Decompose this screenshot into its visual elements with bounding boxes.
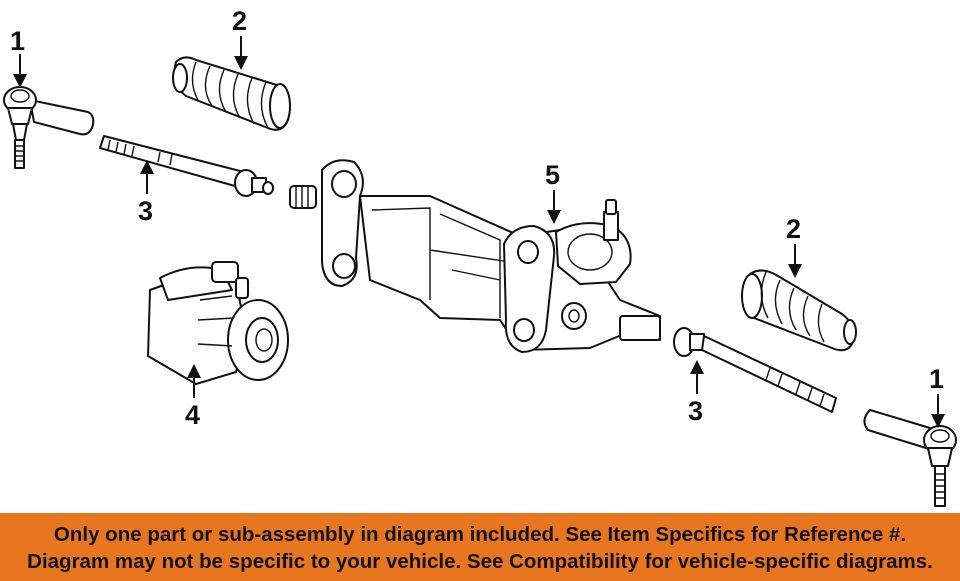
callout-3-right: 3 [688, 360, 704, 426]
outer-tie-rod-end-right [863, 409, 957, 507]
steering-gear-assembly [289, 159, 661, 353]
callout-2-right: 2 [786, 214, 802, 278]
callout-label: 2 [786, 214, 801, 244]
callout-5: 5 [545, 160, 561, 224]
inner-tie-rod-left [99, 135, 274, 197]
rack-boot-right [741, 269, 857, 352]
callout-label: 2 [232, 6, 247, 36]
parts-diagram: 1 2 3 4 5 2 3 1 [3, 6, 957, 507]
callout-label: 1 [929, 364, 944, 394]
callout-label: 4 [185, 400, 200, 430]
callout-label: 1 [10, 26, 25, 56]
disclaimer-banner: Only one part or sub-assembly in diagram… [0, 513, 960, 581]
callout-4: 4 [185, 364, 201, 430]
disclaimer-line-2: Diagram may not be specific to your vehi… [27, 550, 933, 573]
outer-tie-rod-end-left [3, 86, 95, 169]
disclaimer-line-1: Only one part or sub-assembly in diagram… [53, 523, 907, 546]
callout-label: 3 [688, 396, 703, 426]
callout-2-left: 2 [232, 6, 248, 70]
callout-1-right: 1 [929, 364, 945, 428]
callout-1-left: 1 [10, 26, 27, 88]
assist-motor [147, 261, 289, 385]
callout-label: 3 [138, 196, 153, 226]
callout-3-left: 3 [138, 160, 154, 226]
callout-label: 5 [545, 160, 560, 190]
inner-tie-rod-right [673, 327, 837, 413]
rack-boot-left [172, 56, 291, 131]
